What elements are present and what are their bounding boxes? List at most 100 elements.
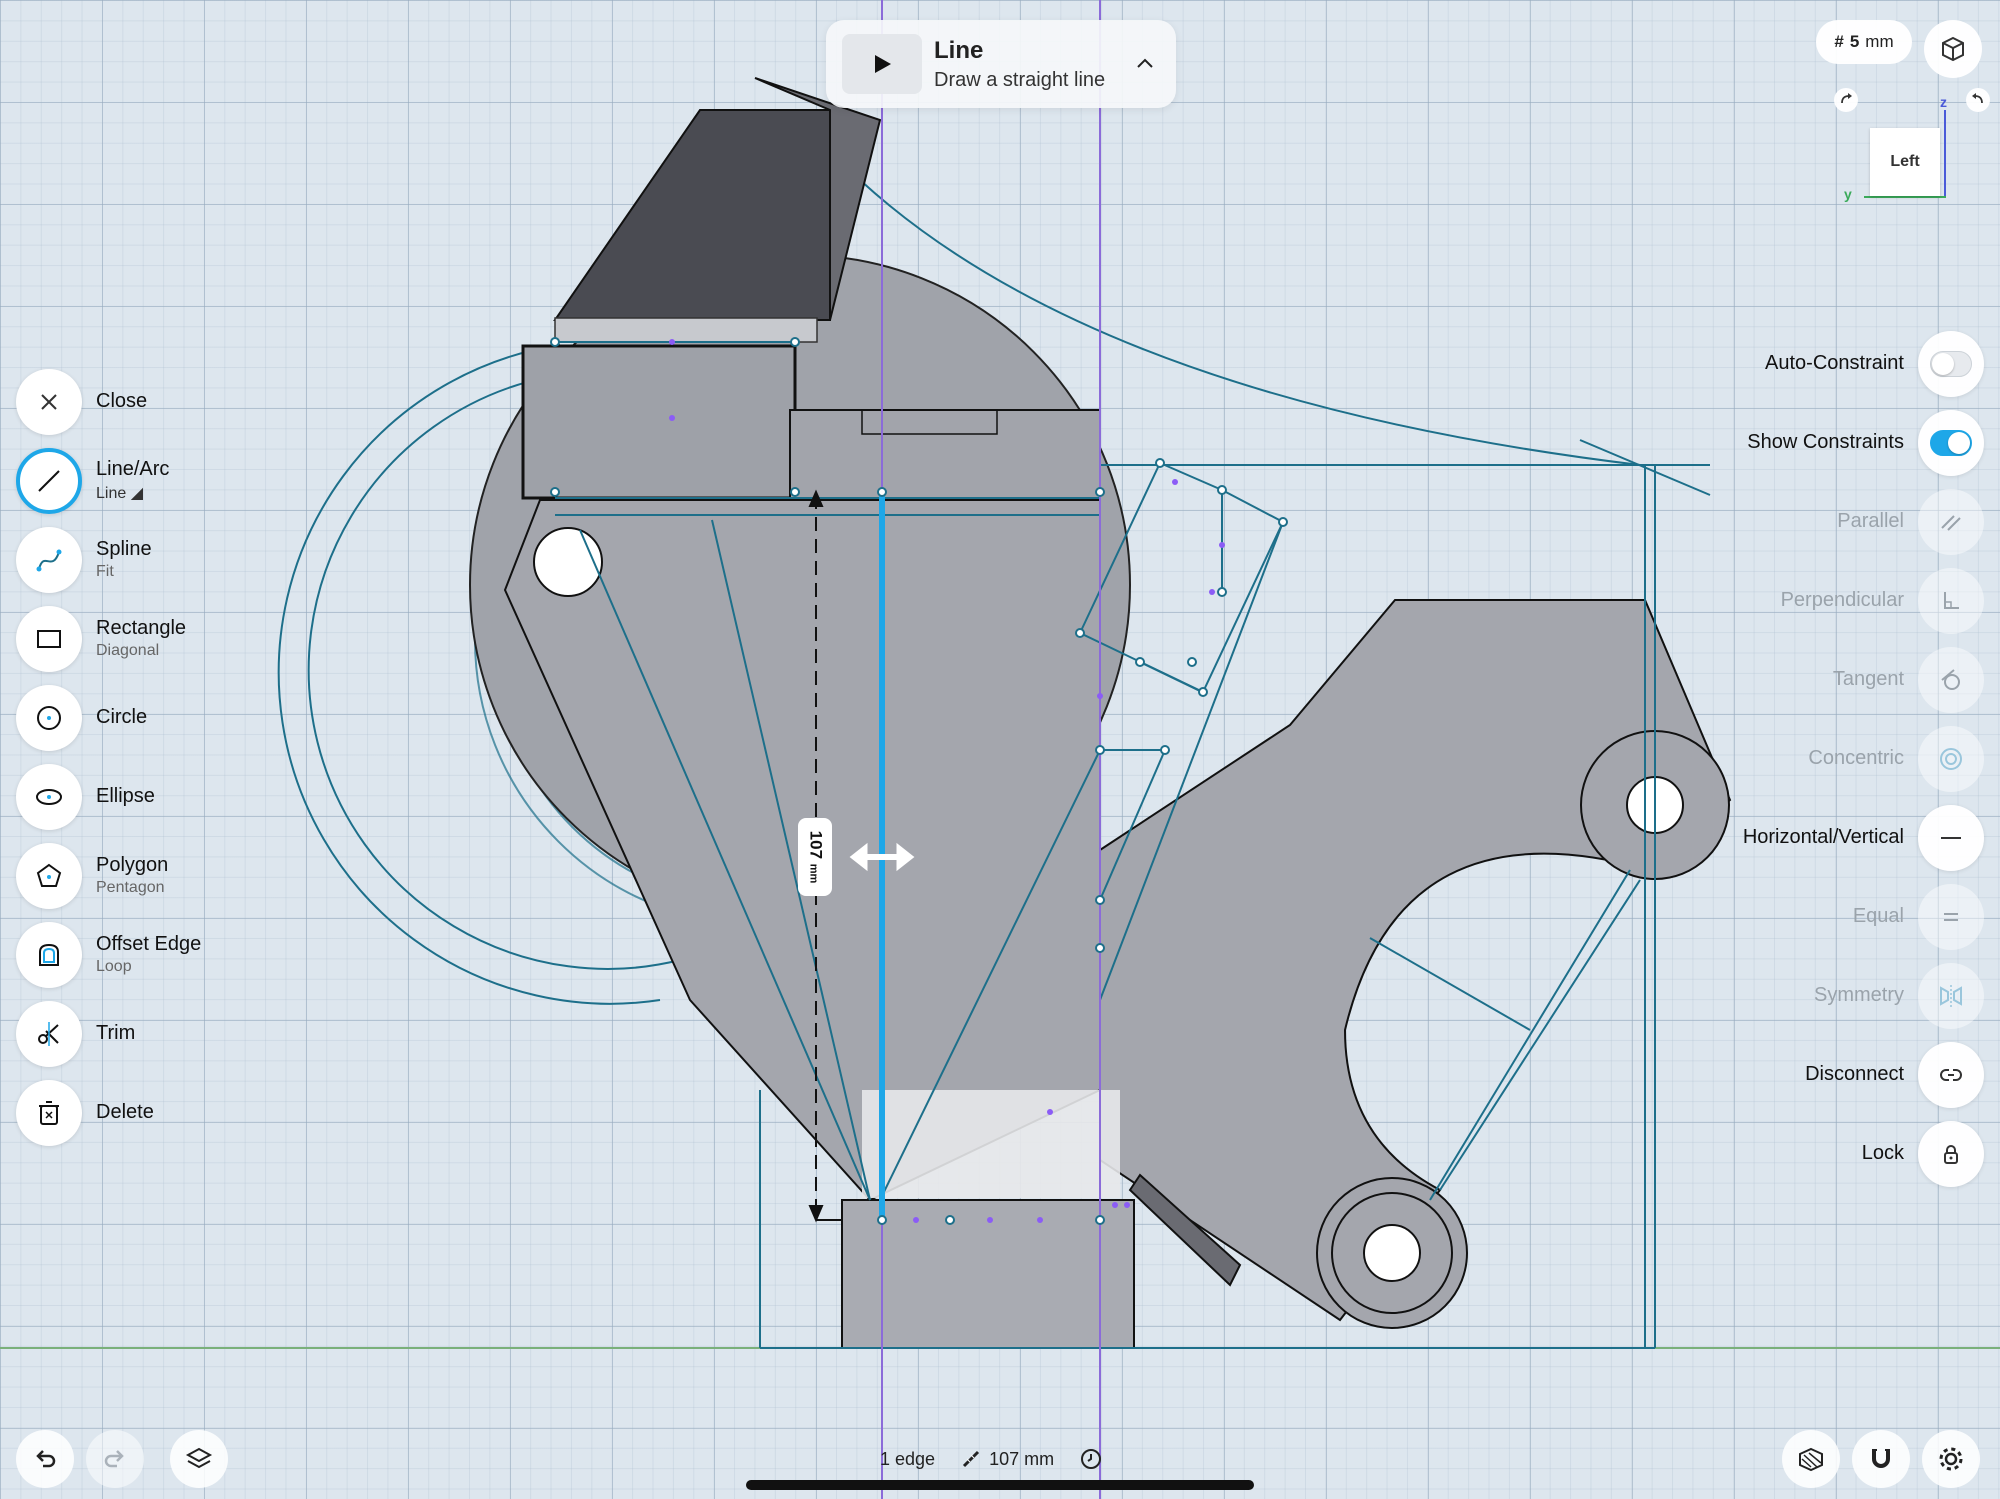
symmetry-icon[interactable] (1918, 962, 1984, 1029)
tool-ellipse[interactable]: Ellipse (16, 757, 201, 836)
constraint-concentric[interactable]: Concentric (1743, 719, 1984, 798)
tool-sublabel: Diagonal (96, 642, 160, 659)
constraint-label: Auto-Constraint (1765, 352, 1904, 374)
constraint-horizontal-vertical[interactable]: Horizontal/Vertical (1743, 798, 1984, 877)
tool-close[interactable]: Close (16, 362, 201, 441)
measurement: 107 mm (961, 1449, 1054, 1470)
chevron-up-icon[interactable] (1130, 49, 1160, 79)
grid-symbol: # (1834, 32, 1844, 51)
tool-offset-edge[interactable]: Offset Edge Loop (16, 915, 201, 994)
top-block (553, 109, 831, 321)
tool-spline[interactable]: Spline Fit (16, 520, 201, 599)
constraint-show-constraints[interactable]: Show Constraints (1743, 403, 1984, 482)
constraint-label: Horizontal/Vertical (1742, 826, 1904, 848)
constraint-perpendicular[interactable]: Perpendicular (1743, 561, 1984, 640)
rotate-left-icon[interactable] (1834, 88, 1858, 112)
hole-left (533, 527, 603, 597)
tool-title: Line (934, 36, 984, 64)
tool-rectangle[interactable]: Rectangle Diagonal (16, 599, 201, 678)
tool-trim[interactable]: Trim (16, 994, 201, 1073)
constraint-label: Concentric (1808, 747, 1904, 769)
equal-icon[interactable] (1918, 883, 1984, 950)
disconnect-icon[interactable] (1918, 1041, 1984, 1108)
ellipse-icon[interactable] (16, 763, 82, 830)
right-arm (1099, 599, 1732, 1322)
perpendicular-icon[interactable] (1918, 567, 1984, 634)
rotate-right-icon[interactable] (1966, 88, 1990, 112)
tool-sublabel: Line ◢ (96, 485, 143, 502)
tool-label: Spline (96, 538, 152, 560)
close-icon[interactable] (16, 368, 82, 435)
history-icon[interactable] (1080, 1448, 1102, 1470)
arm-ring-bottom (1331, 1192, 1453, 1314)
undo-icon (36, 1450, 56, 1468)
move-handle-icon[interactable] (849, 842, 915, 872)
constraint-label: Symmetry (1814, 984, 1904, 1006)
sketch-tools-panel: Close Line/Arc Line ◢ Spline Fit Rectang… (16, 362, 201, 1152)
dimension-badge[interactable]: 107 mm (798, 818, 832, 896)
axis-z-label: z (1940, 94, 1947, 110)
constraint-tangent[interactable]: Tangent (1743, 640, 1984, 719)
parallel-icon[interactable] (1918, 488, 1984, 555)
constraint-symmetry[interactable]: Symmetry (1743, 956, 1984, 1035)
auto-constraint-toggle[interactable] (1930, 350, 1972, 377)
offset-edge-icon[interactable] (16, 921, 82, 988)
concentric-icon[interactable] (1918, 725, 1984, 792)
polygon-icon[interactable] (16, 842, 82, 909)
constraint-label: Tangent (1832, 668, 1904, 690)
show-constraints-toggle[interactable] (1930, 429, 1972, 456)
tool-sublabel: Fit (96, 563, 114, 580)
section-view-button[interactable] (1782, 1430, 1840, 1488)
constraint-lock[interactable]: Lock (1743, 1114, 1984, 1193)
top-slot (861, 409, 998, 435)
cube-face-left[interactable]: Left (1870, 128, 1940, 196)
cube-view-icon (1942, 36, 1964, 62)
view-cube[interactable]: z y Left (1822, 88, 1992, 208)
undo-button[interactable] (16, 1430, 74, 1488)
gear-icon (1939, 1447, 1963, 1471)
tool-circle[interactable]: Circle (16, 678, 201, 757)
grid-size-chip[interactable]: # 5 mm (1816, 20, 1912, 64)
show-constraints-toggle-wrap[interactable] (1918, 409, 1984, 476)
trim-icon[interactable] (16, 1000, 82, 1067)
constraint-disconnect[interactable]: Disconnect (1743, 1035, 1984, 1114)
tool-sublabel: Pentagon (96, 879, 165, 896)
left-roller (521, 344, 797, 500)
tool-preview[interactable] (842, 34, 922, 94)
circle-icon[interactable] (16, 684, 82, 751)
constraint-label: Parallel (1837, 510, 1904, 532)
constraint-equal[interactable]: Equal (1743, 877, 1984, 956)
selection-count: 1 edge (880, 1448, 936, 1469)
dimension-unit: mm (807, 863, 820, 884)
constraint-parallel[interactable]: Parallel (1743, 482, 1984, 561)
redo-button[interactable] (86, 1430, 144, 1488)
rectangle-icon[interactable] (16, 605, 82, 672)
tool-label: Circle (96, 706, 148, 728)
grid-unit: mm (1865, 32, 1894, 51)
tool-header[interactable]: Line Draw a straight line (826, 20, 1176, 108)
constraint-label: Disconnect (1805, 1063, 1904, 1085)
horizontal-vertical-icon[interactable] (1918, 804, 1984, 871)
line-icon[interactable] (16, 447, 82, 514)
tool-line-arc[interactable]: Line/Arc Line ◢ (16, 441, 201, 520)
top-block-base (554, 317, 818, 343)
constraints-panel: Auto-Constraint Show Constraints Paralle… (1743, 324, 1984, 1193)
tool-label: Rectangle (96, 617, 187, 639)
constraint-label: Perpendicular (1780, 589, 1904, 611)
tool-delete[interactable]: Delete (16, 1073, 201, 1152)
magnet-icon (1872, 1449, 1890, 1468)
tool-polygon[interactable]: Polygon Pentagon (16, 836, 201, 915)
tool-label: Ellipse (96, 785, 155, 807)
settings-button[interactable] (1922, 1430, 1980, 1488)
ruler-icon (963, 1450, 980, 1468)
spline-icon[interactable] (16, 526, 82, 593)
snap-button[interactable] (1852, 1430, 1910, 1488)
auto-constraint-toggle-wrap[interactable] (1918, 330, 1984, 397)
constraint-auto-constraint[interactable]: Auto-Constraint (1743, 324, 1984, 403)
delete-icon[interactable] (16, 1079, 82, 1146)
lock-icon[interactable] (1918, 1120, 1984, 1187)
tangent-icon[interactable] (1918, 646, 1984, 713)
view-mode-button[interactable] (1924, 20, 1982, 78)
layers-button[interactable] (170, 1430, 228, 1488)
